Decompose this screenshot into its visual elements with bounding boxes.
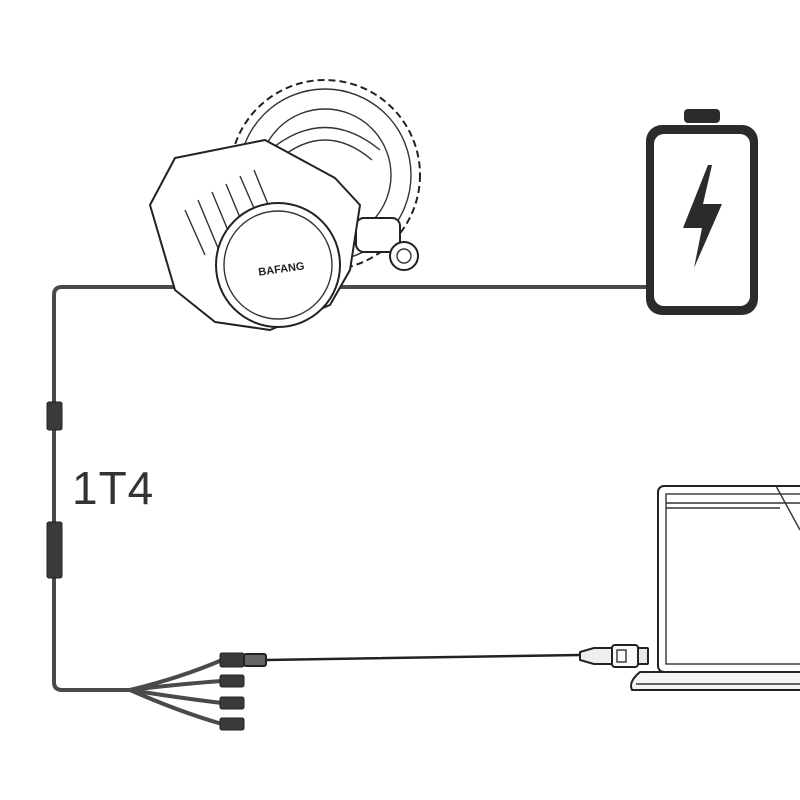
splitter-fanout xyxy=(128,652,267,731)
splitter-plug-1 xyxy=(219,652,245,668)
programming-plug-collar xyxy=(243,653,267,667)
laptop-icon xyxy=(630,485,800,691)
battery-icon xyxy=(646,109,758,315)
motor-cover xyxy=(215,202,341,328)
splitter-plug-4 xyxy=(219,717,245,731)
harness-connector-lower xyxy=(46,521,63,579)
cable-label: 1T4 xyxy=(72,462,154,514)
lightning-bolt-icon xyxy=(683,165,722,268)
main-harness-cable xyxy=(52,285,202,692)
mid-drive-motor-icon: BAFANG xyxy=(149,79,421,331)
programming-cable xyxy=(264,653,582,662)
splitter-plug-3 xyxy=(219,696,245,710)
splitter-plug-2 xyxy=(219,674,245,688)
harness-connector-upper xyxy=(46,401,63,431)
usb-programming-cable-icon xyxy=(579,644,649,668)
